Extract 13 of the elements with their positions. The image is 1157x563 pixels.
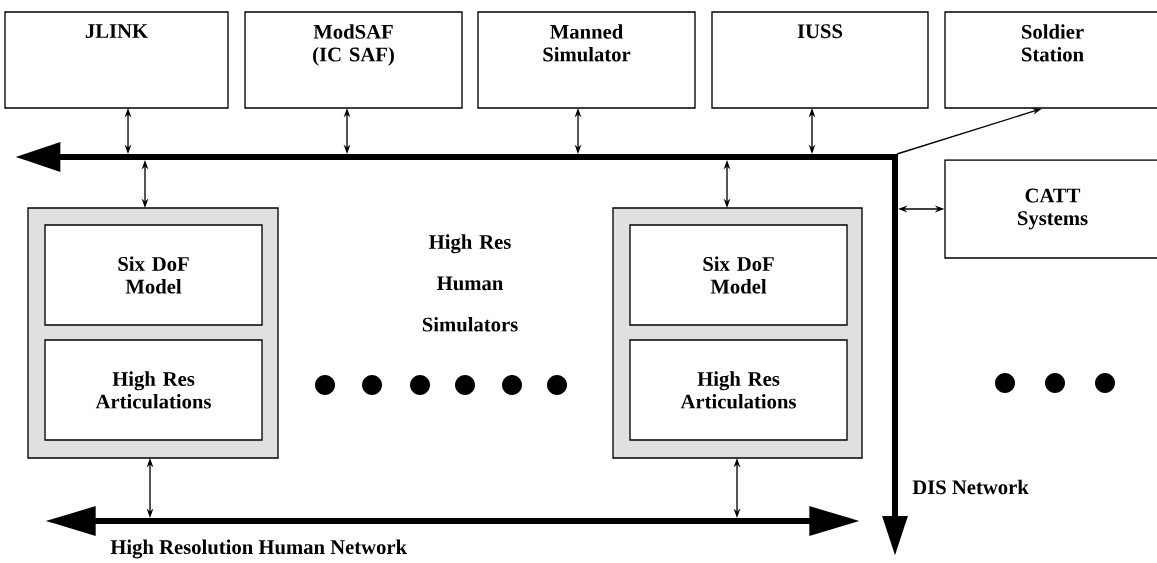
- model-box: High Res Articulations: [629, 339, 848, 441]
- system-box: Soldier Station: [944, 11, 1157, 109]
- system-box: JLINK: [4, 11, 229, 109]
- system-box: Manned Simulator: [477, 11, 696, 109]
- group-label: High Res Human Simulators: [422, 234, 518, 332]
- model-box: High Res Articulations: [44, 339, 263, 441]
- system-box: IUSS: [711, 11, 929, 109]
- model-box: Six DoF Model: [629, 224, 848, 326]
- model-box: Six DoF Model: [44, 224, 263, 326]
- bus-label: High Resolution Human Network: [110, 539, 408, 559]
- system-box: ModSAF (IC SAF): [244, 11, 463, 109]
- bus-label: DIS Network: [912, 479, 1029, 495]
- system-box: CATT Systems: [944, 159, 1157, 259]
